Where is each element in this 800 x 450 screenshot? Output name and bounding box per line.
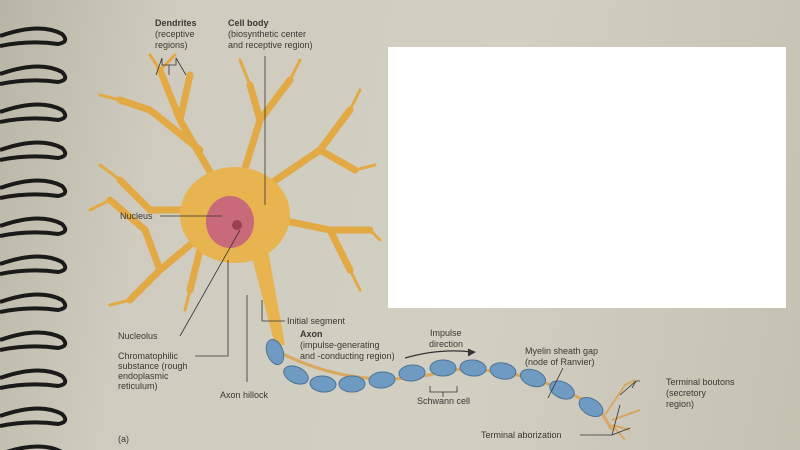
schwann-cell-label: Schwann cell bbox=[417, 396, 471, 406]
myelin-gap-label: Myelin sheath gap bbox=[525, 346, 599, 356]
nucleus-shape bbox=[206, 196, 254, 248]
schwann-cell-segment bbox=[338, 375, 366, 393]
schwann-cell-segment bbox=[283, 365, 309, 385]
binding-ring bbox=[0, 292, 68, 314]
binding-ring bbox=[5, 444, 63, 450]
terminal-aborization-label: Terminal aborization bbox=[481, 430, 562, 440]
dendrites-sub: (receptive bbox=[155, 29, 195, 39]
schwann-cell-segment bbox=[265, 338, 285, 366]
binding-ring bbox=[0, 64, 68, 86]
binding-ring bbox=[0, 26, 68, 48]
axon-hillock-shape bbox=[250, 250, 285, 345]
axon-hillock-label: Axon hillock bbox=[220, 390, 269, 400]
dendrites-label: Dendrites bbox=[155, 18, 197, 28]
axon-sub: (impulse-generating bbox=[300, 340, 380, 350]
myelin-sheath bbox=[265, 338, 604, 417]
nucleus-label: Nucleus bbox=[120, 211, 153, 221]
spiral-binding bbox=[0, 26, 68, 450]
chromatophilic-label: substance (rough bbox=[118, 361, 188, 371]
binding-ring bbox=[0, 330, 68, 352]
cell-body-sub: (biosynthetic center bbox=[228, 29, 307, 39]
axon-sub: and -conducting region) bbox=[300, 351, 395, 361]
binding-ring bbox=[0, 140, 68, 162]
cell-body-sub: and receptive region) bbox=[228, 40, 313, 50]
initial-segment-label: Initial segment bbox=[287, 316, 346, 326]
chromatophilic-label: endoplasmic bbox=[118, 371, 169, 381]
terminal-branches bbox=[604, 379, 641, 441]
chromatophilic-label: reticulum) bbox=[118, 381, 158, 391]
schwann-cell-segment bbox=[519, 368, 547, 388]
terminal-boutons-label: (secretory bbox=[666, 388, 707, 398]
panel-label: (a) bbox=[118, 434, 129, 444]
schwann-cell-segment bbox=[489, 362, 517, 380]
binding-ring bbox=[0, 254, 68, 276]
white-cover-rectangle bbox=[388, 47, 786, 308]
schwann-cell-segment bbox=[578, 397, 604, 417]
leader-lines bbox=[155, 56, 640, 436]
schwann-cell-segment bbox=[549, 380, 575, 400]
terminal-boutons-label: region) bbox=[666, 399, 695, 409]
dendrites bbox=[88, 53, 382, 312]
cell-body-label: Cell body bbox=[228, 18, 269, 28]
myelin-gap-label: (node of Ranvier) bbox=[525, 357, 595, 367]
binding-ring bbox=[0, 102, 68, 124]
axon-label: Axon bbox=[300, 329, 323, 339]
chromatophilic-label: Chromatophilic bbox=[118, 351, 179, 361]
binding-ring bbox=[0, 178, 68, 200]
nucleolus-label: Nucleolus bbox=[118, 331, 158, 341]
binding-ring bbox=[0, 368, 68, 390]
binding-ring bbox=[0, 406, 68, 428]
schwann-cell-segment bbox=[368, 371, 396, 389]
impulse-label: direction bbox=[429, 339, 464, 349]
schwann-cell-segment bbox=[398, 364, 426, 382]
schwann-cell-segment bbox=[459, 359, 487, 377]
terminal-boutons-label: Terminal boutons bbox=[666, 377, 735, 387]
dendrites-sub: regions) bbox=[155, 40, 188, 50]
schwann-cell-segment bbox=[429, 359, 457, 377]
schwann-cell-segment bbox=[309, 375, 337, 393]
nucleolus-shape bbox=[232, 220, 242, 230]
impulse-label: Impulse bbox=[430, 328, 462, 338]
binding-ring bbox=[0, 216, 68, 238]
